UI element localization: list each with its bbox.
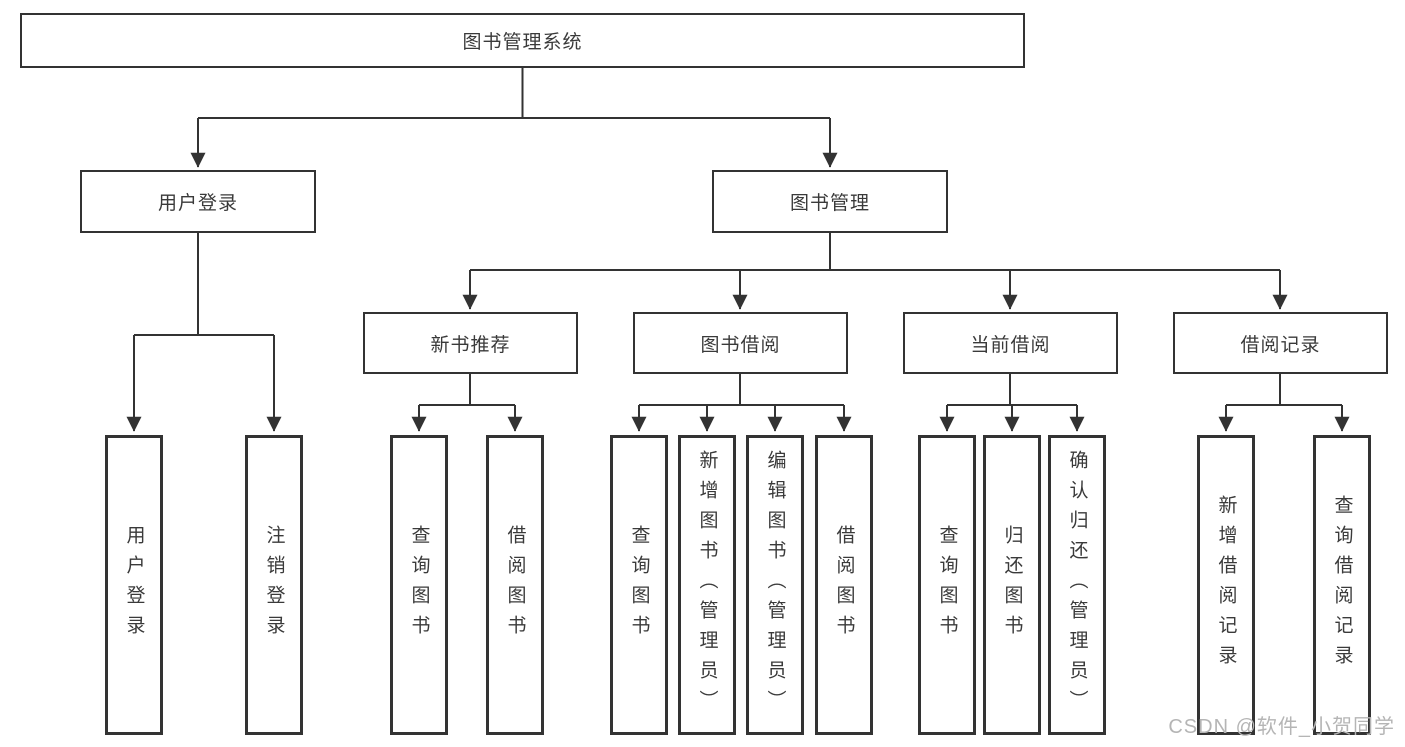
leaf-query-books: 查询图书 [610,435,668,735]
node-current-borrowing: 当前借阅 [903,312,1118,374]
node-book-borrowing: 图书借阅 [633,312,848,374]
leaf-add-books-admin: 新增图书（管理员） [678,435,736,735]
leaf-edit-books-admin: 编辑图书（管理员） [746,435,804,735]
node-user-login: 用户登录 [80,170,316,233]
leaf-query-books: 查询图书 [918,435,976,735]
leaf-logout: 注销登录 [245,435,303,735]
node-library-management-system: 图书管理系统 [20,13,1025,68]
leaf-confirm-return-admin: 确认归还（管理员） [1048,435,1106,735]
leaf-query-borrow-record: 查询借阅记录 [1313,435,1371,735]
leaf-borrow-books: 借阅图书 [486,435,544,735]
csdn-watermark: CSDN @软件_小贺同学 [1168,716,1395,738]
node-new-book-recommendation: 新书推荐 [363,312,578,374]
connector-rails [134,68,1342,406]
leaf-add-borrow-record: 新增借阅记录 [1197,435,1255,735]
leaf-borrow-books: 借阅图书 [815,435,873,735]
leaf-query-books: 查询图书 [390,435,448,735]
leaf-return-books: 归还图书 [983,435,1041,735]
node-borrowing-records: 借阅记录 [1173,312,1388,374]
leaf-user-login: 用户登录 [105,435,163,735]
node-book-management: 图书管理 [712,170,948,233]
connector-arrows [126,118,1350,432]
